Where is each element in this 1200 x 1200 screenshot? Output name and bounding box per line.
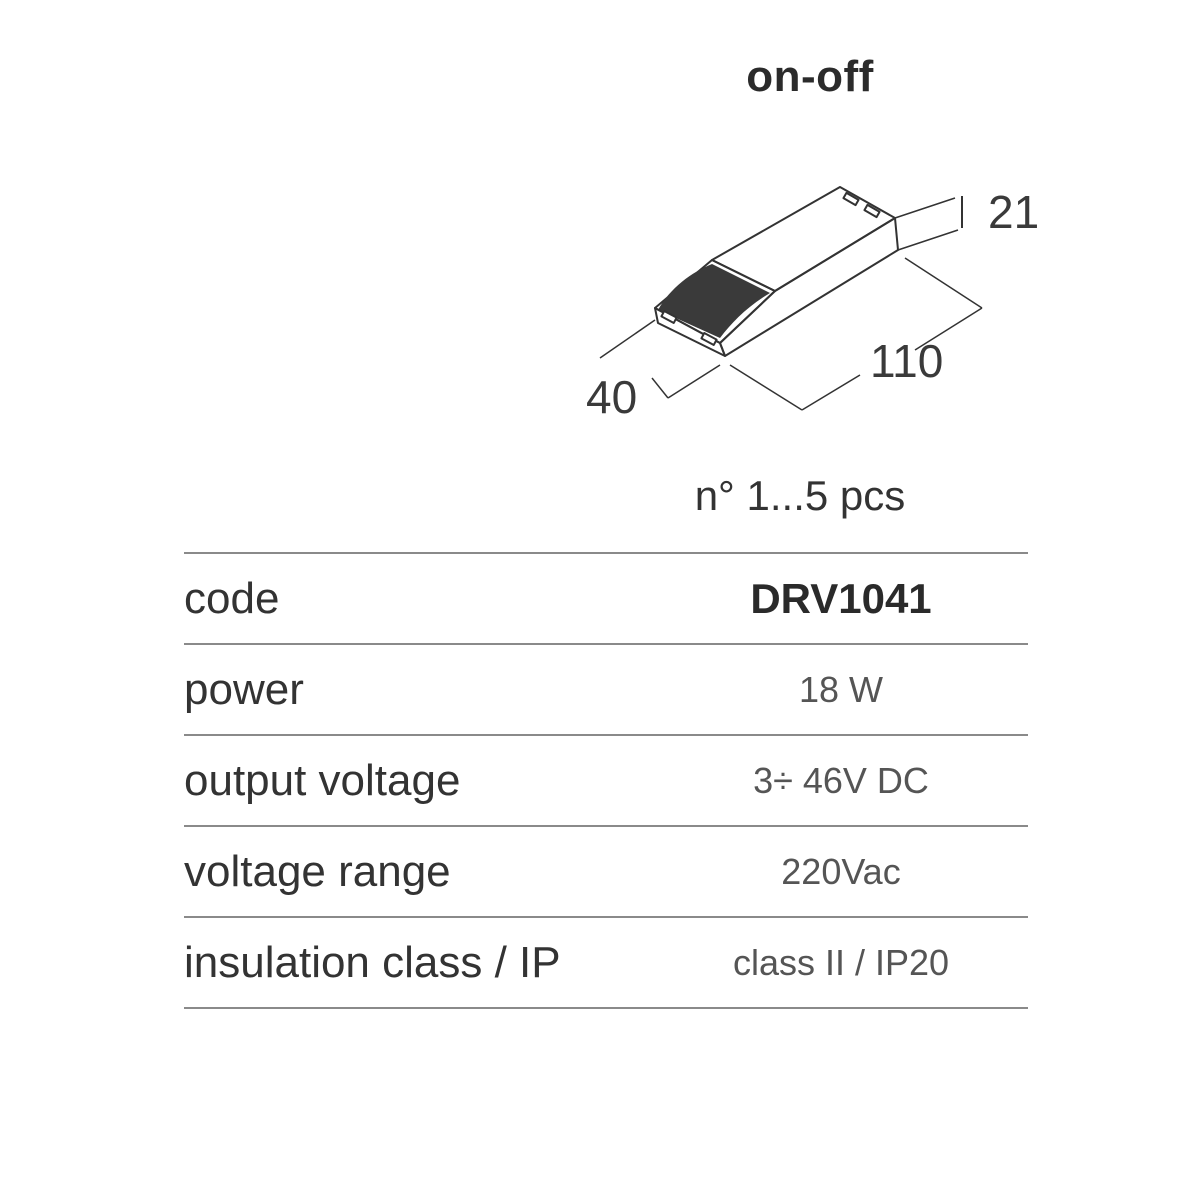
spec-table: code DRV1041 power 18 W output voltage 3… (184, 552, 1028, 1009)
table-row: voltage range 220Vac (184, 825, 1028, 917)
spec-value: 3÷ 46V DC (654, 734, 1028, 826)
driver-drawing: 21 110 40 (586, 186, 1039, 423)
table-row: code DRV1041 (184, 552, 1028, 644)
spec-value: class II / IP20 (654, 916, 1028, 1009)
dim-height-label: 21 (988, 186, 1039, 238)
spec-value: 18 W (654, 643, 1028, 735)
dim-length-label: 110 (870, 335, 943, 387)
page-title: on-off (746, 52, 874, 101)
spec-label: output voltage (184, 734, 654, 826)
table-row: output voltage 3÷ 46V DC (184, 734, 1028, 826)
dim-width-label: 40 (586, 371, 637, 423)
table-row: power 18 W (184, 643, 1028, 735)
spec-label: code (184, 552, 654, 644)
spec-value: DRV1041 (654, 552, 1028, 644)
quantity-label: n° 1...5 pcs (694, 472, 906, 519)
spec-label: insulation class / IP (184, 916, 654, 1009)
spec-label: power (184, 643, 654, 735)
spec-label: voltage range (184, 825, 654, 917)
table-row: insulation class / IP class II / IP20 (184, 916, 1028, 1009)
spec-value: 220Vac (654, 825, 1028, 917)
